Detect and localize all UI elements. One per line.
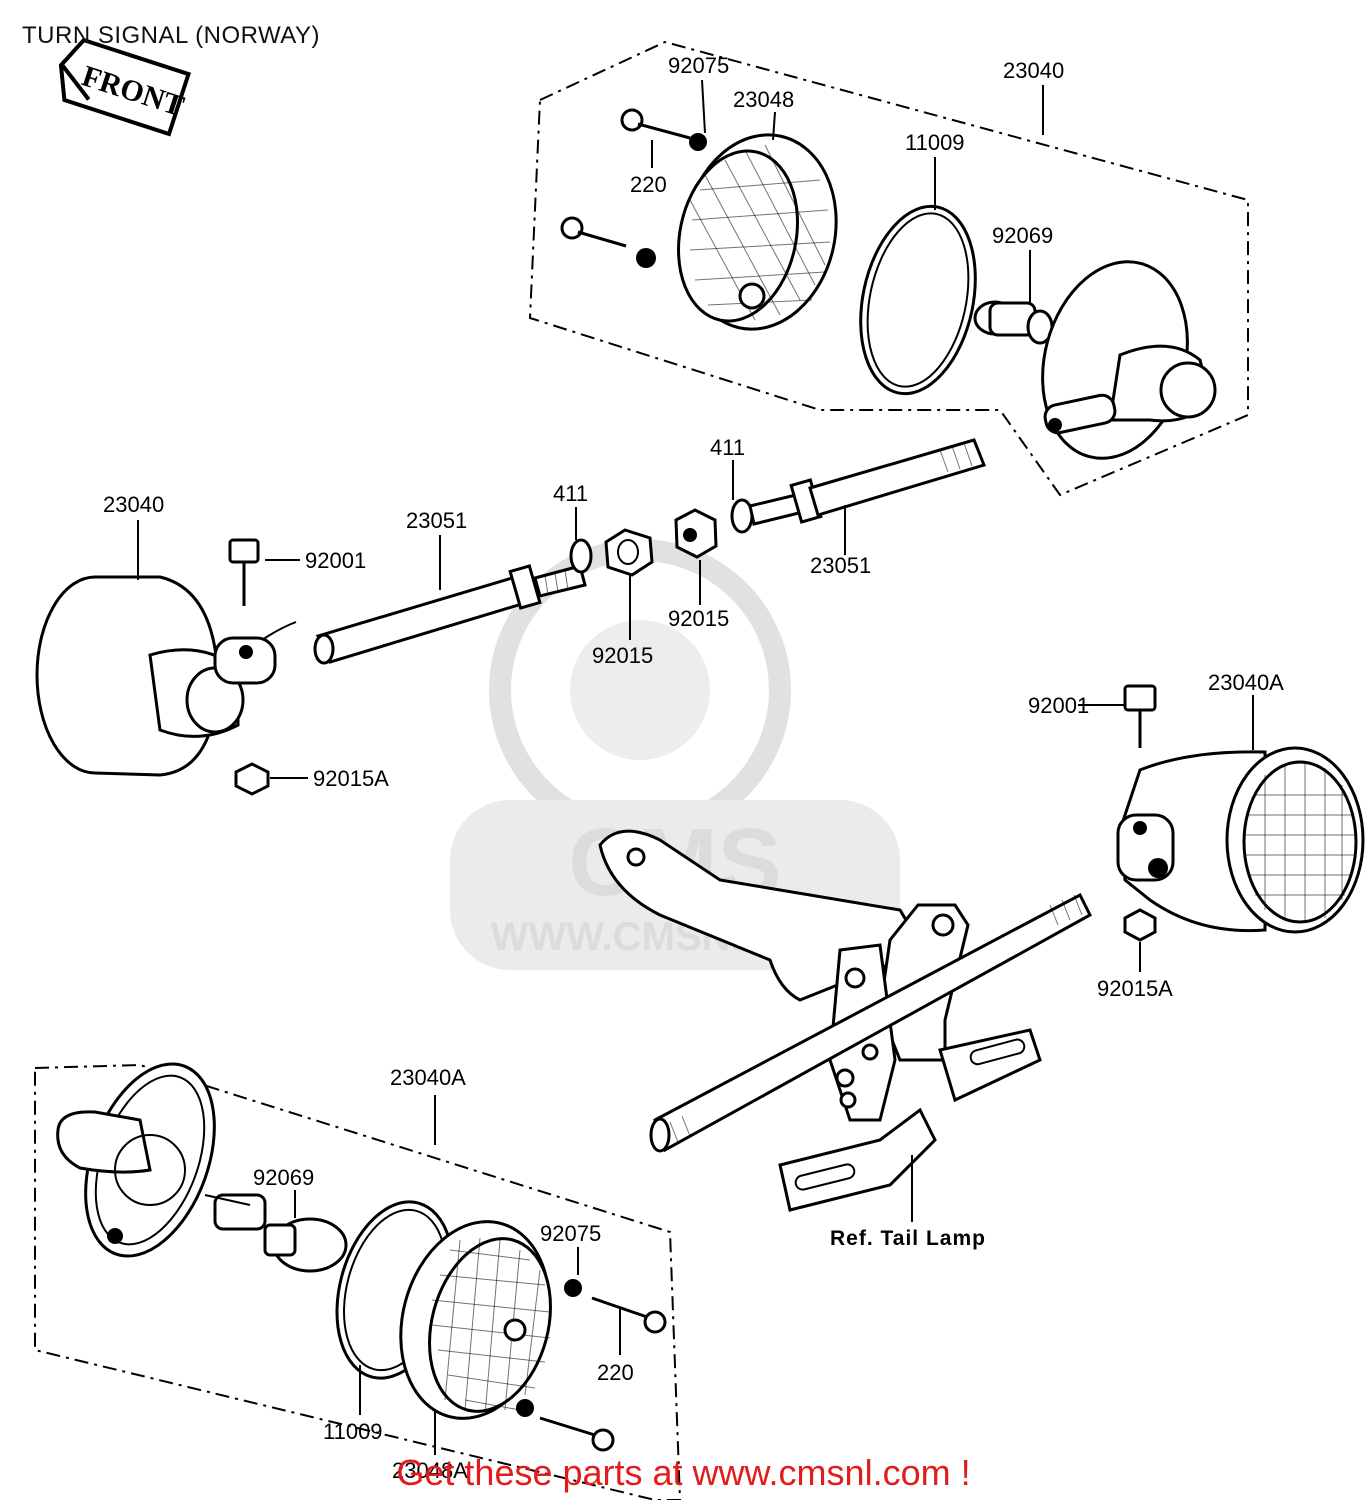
shaft-23051-right: [748, 438, 987, 526]
callout-23051-right: 23051: [810, 553, 871, 578]
tail-lamp-bracket: [598, 829, 1092, 1212]
o-ring-11009-top: [859, 204, 977, 396]
housing-23040-left: [35, 575, 277, 777]
callout-92069-top: 92069: [992, 223, 1053, 248]
callout-411-right: 411: [710, 435, 745, 460]
callout-23040A-right: 23040A: [1208, 670, 1284, 695]
bulb-92069-bottom: [213, 1193, 348, 1273]
housing-23040-top: [1041, 260, 1217, 460]
bolt-92001-left: [228, 538, 260, 606]
callout-11009-top: 11009: [905, 130, 965, 155]
callout-23051-left: 23051: [406, 508, 467, 533]
callout-411-mid: 411: [553, 481, 588, 506]
front-direction-tag: FRONT: [58, 37, 192, 137]
front-arrow-icon: [61, 64, 91, 101]
nut-92015-right: [674, 508, 718, 559]
callout-92015-right: 92015: [668, 606, 729, 631]
callout-220-top: 220: [630, 172, 667, 197]
callout-11009-bottom: 11009: [323, 1419, 383, 1444]
screw-220-top: [560, 108, 707, 268]
bulb-92069-top: [973, 300, 1054, 345]
callout-92015A-left: 92015A: [313, 766, 389, 791]
callout-92015-mid: 92015: [592, 643, 653, 668]
callout-23048: 23048: [733, 87, 794, 112]
callout-92001-right: 92001: [1028, 693, 1089, 718]
promo-link[interactable]: Get these parts at www.cmsnl.com !: [396, 1452, 971, 1493]
page-title: TURN SIGNAL (NORWAY): [22, 22, 321, 49]
nut-92015A-left: [234, 762, 270, 796]
nut-92015-mid: [604, 528, 654, 577]
shaft-23051-left: [313, 564, 587, 665]
callout-92075-bottom: 92075: [540, 1221, 601, 1246]
callout-92069-bottom: 92069: [253, 1165, 314, 1190]
lens-23048: [677, 133, 838, 331]
callout-23040-left: 23040: [103, 492, 164, 517]
bolt-92001-right: [1123, 684, 1157, 748]
callout-labels: 92075 23040 23048 11009 220 92069 411 23…: [103, 53, 1284, 1483]
nut-92015A-right: [1123, 908, 1157, 942]
leader-lines: [137, 79, 1254, 1455]
callout-23048A: 23048A: [392, 1458, 468, 1483]
callout-220-bottom: 220: [597, 1360, 634, 1385]
callout-23040-top: 23040: [1003, 58, 1064, 83]
callout-92001-left: 92001: [305, 548, 366, 573]
callout-92015A-right: 92015A: [1097, 976, 1173, 1001]
housing-23040A-bottom: [56, 1062, 216, 1258]
lens-23048A: [399, 1220, 552, 1420]
callout-23040A-bottom: 23040A: [390, 1065, 466, 1090]
reference-label-tail-lamp: Ref. Tail Lamp: [830, 1227, 986, 1250]
housing-23040A-right: [1116, 746, 1365, 934]
group-outline-23040-top: [528, 40, 1249, 497]
washer-411-mid: [569, 538, 593, 574]
callout-92075-top: 92075: [668, 53, 729, 78]
